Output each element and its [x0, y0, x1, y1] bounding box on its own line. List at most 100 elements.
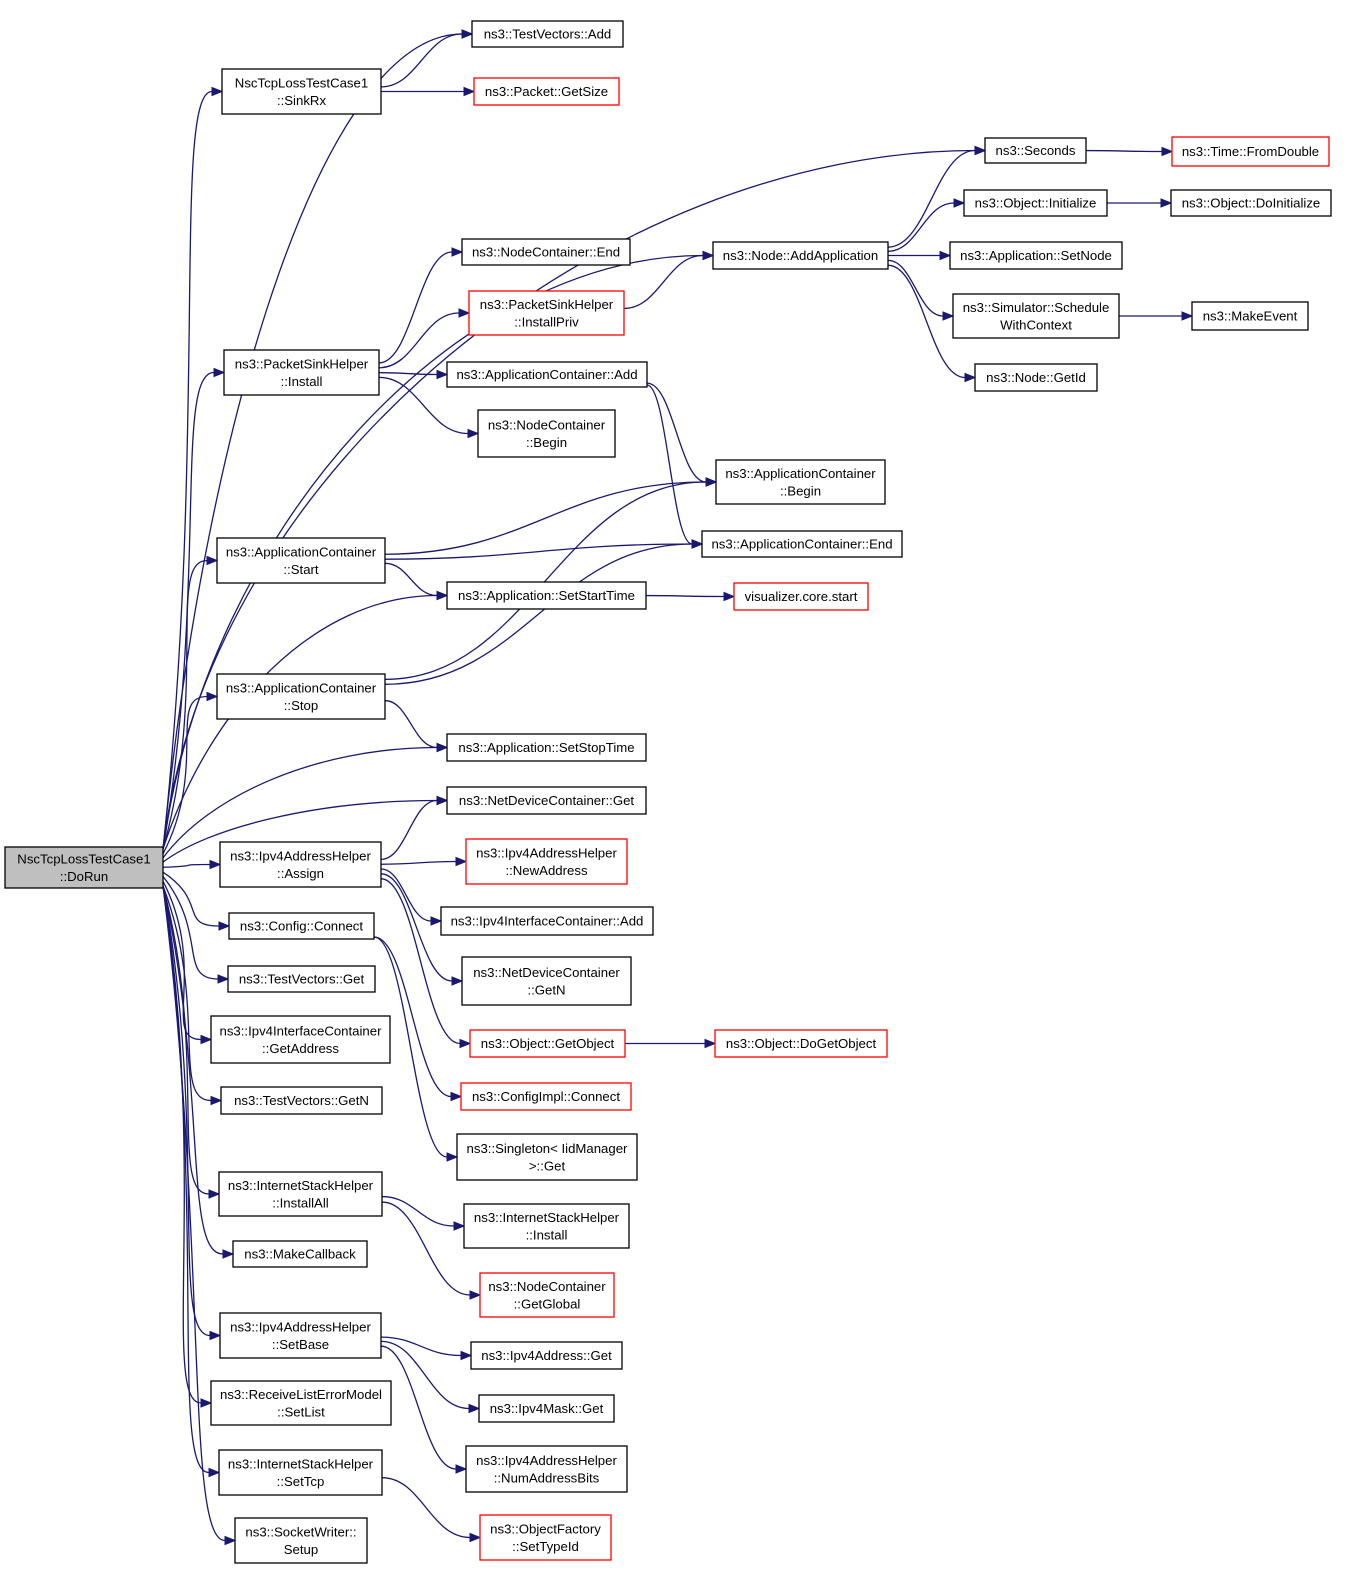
node-label: ::Start: [283, 562, 319, 577]
node-ish-installall[interactable]: ns3::InternetStackHelper::InstallAll: [218, 1171, 383, 1217]
node-tv-add[interactable]: ns3::TestVectors::Add: [471, 20, 624, 48]
edge-ish-installall-to-ish-install: [381, 1195, 455, 1227]
node-obj-getobject[interactable]: ns3::Object::GetObject: [469, 1029, 626, 1058]
node-config-connect[interactable]: ns3::Config::Connect: [228, 912, 375, 940]
node-ipv4addr-get[interactable]: ns3::Ipv4Address::Get: [470, 1341, 623, 1370]
node-ipv4ah-assign[interactable]: ns3::Ipv4AddressHelper::Assign: [219, 841, 382, 888]
node-label: visualizer.core.start: [745, 589, 858, 604]
node-box: [218, 1171, 383, 1217]
node-box: [228, 912, 375, 940]
arrow-head-icon: [206, 691, 219, 702]
edge-root-to-node-addapp: [162, 254, 704, 850]
node-node-addapp[interactable]: ns3::Node::AddApplication: [712, 241, 889, 270]
edge-ipv4ah-setbase-to-ipv4addr-get: [380, 1336, 462, 1357]
node-ac-stop[interactable]: ns3::ApplicationContainer::Stop: [216, 673, 386, 720]
node-label: ns3::NetDeviceContainer::Get: [459, 793, 635, 808]
node-label: ns3::InternetStackHelper: [228, 1178, 374, 1193]
edge-seconds-to-time-fromdouble: [1085, 149, 1163, 153]
node-box: [446, 581, 647, 610]
node-ac-start[interactable]: ns3::ApplicationContainer::Start: [216, 537, 386, 584]
call-nodes: NscTcpLossTestCase1::DoRunns3::TestVecto…: [4, 20, 1332, 1564]
node-sinkrx[interactable]: NscTcpLossTestCase1::SinkRx: [221, 68, 382, 115]
node-ipv4ic-add[interactable]: ns3::Ipv4InterfaceContainer::Add: [440, 906, 654, 936]
node-label: NscTcpLossTestCase1: [17, 851, 150, 866]
node-seconds[interactable]: ns3::Seconds: [984, 137, 1087, 164]
node-ipv4ah-newaddr[interactable]: ns3::Ipv4AddressHelper::NewAddress: [465, 838, 628, 885]
node-tv-get[interactable]: ns3::TestVectors::Get: [227, 965, 376, 993]
node-ac-begin[interactable]: ns3::ApplicationContainer::Begin: [715, 459, 886, 505]
node-label: ns3::MakeCallback: [244, 1247, 356, 1262]
node-box: [733, 582, 869, 611]
node-psh-install[interactable]: ns3::PacketSinkHelper::Install: [223, 349, 380, 396]
node-label: ns3::Object::DoInitialize: [1182, 196, 1321, 211]
edge-node-addapp-to-seconds: [887, 149, 976, 248]
node-viz-start[interactable]: visualizer.core.start: [733, 582, 869, 611]
node-obj-dogetobject[interactable]: ns3::Object::DoGetObject: [714, 1029, 888, 1058]
node-ndc-getn[interactable]: ns3::NetDeviceContainer::GetN: [461, 956, 632, 1006]
arrow-head-icon: [446, 1152, 459, 1162]
node-label: ns3::Simulator::Schedule: [963, 300, 1110, 315]
edge-ipv4ah-assign-to-ndc-get: [380, 799, 438, 861]
arrow-head-icon: [224, 1535, 237, 1546]
node-ish-settcp[interactable]: ns3::InternetStackHelper::SetTcp: [218, 1449, 383, 1496]
node-box: [220, 1086, 383, 1115]
edge-app-setstart-to-viz-start: [645, 594, 725, 598]
node-label: ns3::Ipv4AddressHelper: [230, 1319, 371, 1334]
node-sw-setup[interactable]: ns3::SocketWriter::Setup: [234, 1517, 368, 1564]
node-nc-begin[interactable]: ns3::NodeContainer::Begin: [477, 409, 616, 458]
node-of-settypeid[interactable]: ns3::ObjectFactory::SetTypeId: [479, 1514, 612, 1561]
arrow-head-icon: [451, 976, 464, 986]
edge-root-to-psh-install: [162, 371, 215, 850]
node-label: ns3::InternetStackHelper: [228, 1456, 374, 1471]
node-makeevent[interactable]: ns3::MakeEvent: [1191, 301, 1309, 331]
node-rlem-setlist[interactable]: ns3::ReceiveListErrorModel::SetList: [210, 1380, 392, 1426]
edge-root-to-sinkrx: [162, 90, 213, 850]
edge-ish-settcp-to-of-settypeid: [381, 1477, 471, 1539]
node-pkt-getsize[interactable]: ns3::Packet::GetSize: [473, 77, 620, 106]
node-configimpl-connect[interactable]: ns3::ConfigImpl::Connect: [460, 1082, 632, 1111]
node-box: [4, 846, 164, 889]
node-node-getid[interactable]: ns3::Node::GetId: [974, 363, 1098, 392]
node-ish-install[interactable]: ns3::InternetStackHelper::Install: [463, 1203, 630, 1249]
node-nc-end[interactable]: ns3::NodeContainer::End: [461, 238, 631, 266]
node-label: ns3::Ipv4InterfaceContainer: [219, 1023, 382, 1038]
node-obj-doinitialize[interactable]: ns3::Object::DoInitialize: [1170, 189, 1332, 217]
edge-root-to-ipv4ah-setbase: [162, 885, 211, 1337]
node-label: ns3::Application::SetStartTime: [458, 588, 635, 603]
node-time-fromdouble[interactable]: ns3::Time::FromDouble: [1171, 136, 1330, 167]
node-label: ns3::NetDeviceContainer: [473, 965, 620, 980]
node-label: ::SinkRx: [277, 93, 327, 108]
node-ac-add[interactable]: ns3::ApplicationContainer::Add: [446, 361, 648, 388]
node-app-setstart[interactable]: ns3::Application::SetStartTime: [446, 581, 647, 610]
node-app-setstop[interactable]: ns3::Application::SetStopTime: [446, 733, 647, 762]
node-singleton-get[interactable]: ns3::Singleton< IidManager>::Get: [456, 1133, 638, 1181]
edge-ac-stop-to-app-setstop: [384, 699, 438, 749]
edge-psh-install-to-nc-end: [378, 251, 453, 364]
node-label: ns3::Time::FromDouble: [1182, 144, 1319, 159]
node-makecallback[interactable]: ns3::MakeCallback: [232, 1240, 368, 1268]
node-root[interactable]: NscTcpLossTestCase1::DoRun: [4, 846, 164, 889]
node-label: NscTcpLossTestCase1: [235, 75, 368, 90]
node-ipv4ah-numaddrbits[interactable]: ns3::Ipv4AddressHelper::NumAddressBits: [465, 1445, 628, 1493]
node-app-setnode[interactable]: ns3::Application::SetNode: [949, 241, 1123, 270]
arrow-head-icon: [723, 591, 736, 602]
node-ac-end[interactable]: ns3::ApplicationContainer::End: [701, 530, 903, 558]
node-psh-installpriv[interactable]: ns3::PacketSinkHelper::InstallPriv: [468, 290, 625, 336]
node-ipv4ic-getaddr[interactable]: ns3::Ipv4InterfaceContainer::GetAddress: [210, 1015, 391, 1064]
arrow-head-icon: [217, 974, 230, 984]
node-label: ns3::NodeContainer: [488, 1279, 606, 1294]
edge-root-to-makecallback: [162, 885, 224, 1255]
edge-ac-stop-to-ac-end: [384, 543, 693, 685]
node-box: [463, 1203, 630, 1249]
node-ipv4ah-setbase[interactable]: ns3::Ipv4AddressHelper::SetBase: [219, 1312, 382, 1359]
node-ndc-get[interactable]: ns3::NetDeviceContainer::Get: [446, 786, 647, 815]
node-nc-getglobal[interactable]: ns3::NodeContainer::GetGlobal: [479, 1272, 615, 1318]
node-tv-getn[interactable]: ns3::TestVectors::GetN: [220, 1086, 383, 1115]
node-ipv4mask-get[interactable]: ns3::Ipv4Mask::Get: [478, 1394, 615, 1423]
edge-node-addapp-to-node-getid: [887, 264, 966, 379]
node-label: ns3::Singleton< IidManager: [467, 1141, 629, 1156]
edge-node-addapp-to-obj-initialize: [887, 202, 955, 252]
node-obj-initialize[interactable]: ns3::Object::Initialize: [963, 189, 1108, 217]
node-label: ns3::ConfigImpl::Connect: [472, 1089, 620, 1104]
